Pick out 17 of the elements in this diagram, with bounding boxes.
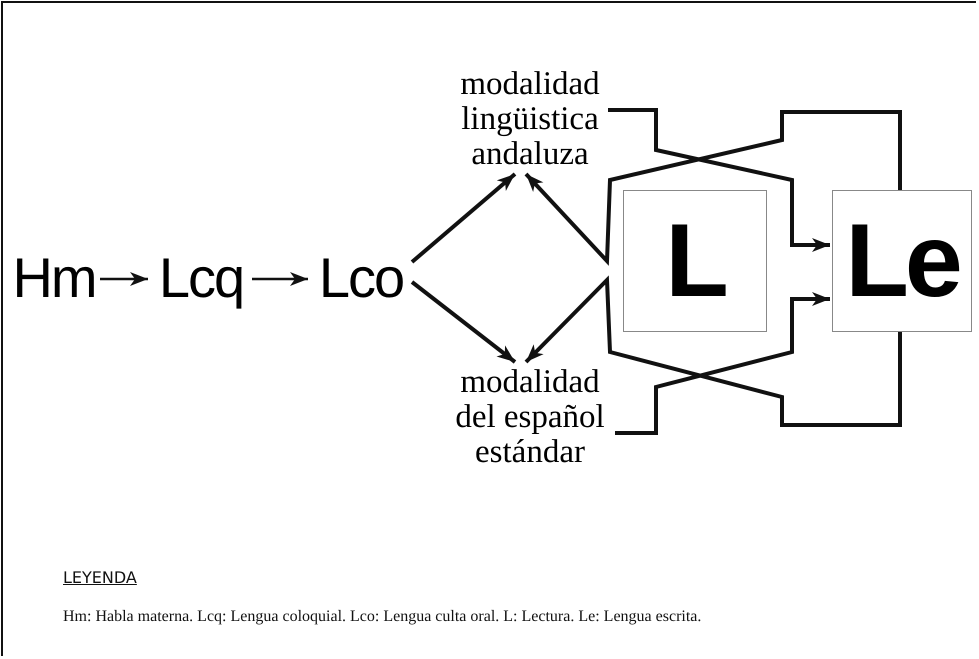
modality-label: modalidad del español estándar (445, 362, 615, 472)
arrow (608, 108, 830, 252)
arrow (524, 110, 902, 266)
arrow (524, 275, 902, 427)
term-text: Lcq (150, 245, 252, 309)
term-text: Lco (310, 245, 412, 309)
arrow (100, 272, 148, 286)
concept-box: L (623, 190, 767, 332)
modality-label: modalidad lingüistica andaluza (452, 64, 608, 174)
arrow (410, 280, 516, 364)
legend-heading: LEYENDA (63, 568, 137, 587)
term-text: Hm (8, 245, 100, 309)
arrow (615, 292, 830, 435)
concept-box: Le (832, 190, 972, 332)
arrow (252, 272, 308, 286)
arrow (410, 172, 516, 264)
legend-text: Hm: Habla materna. Lcq: Lengua coloquial. Lco: Lengua culta oral. L: Lectura. Le: Lengua escrita. (63, 608, 702, 626)
